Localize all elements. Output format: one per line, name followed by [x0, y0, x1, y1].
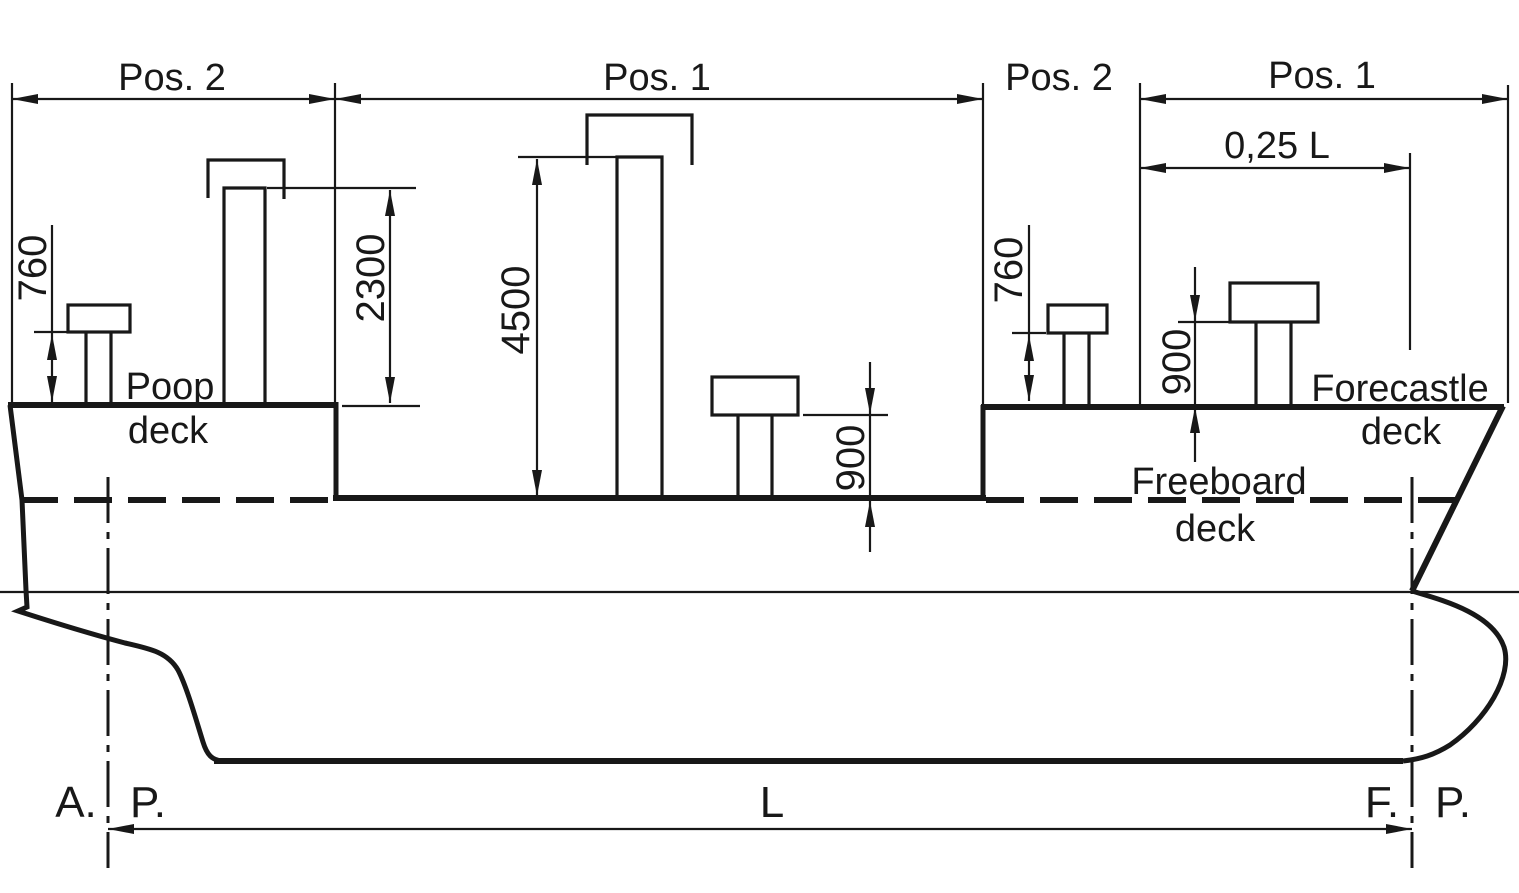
- superstructures: [8, 402, 1504, 503]
- mid-cowl-vent-bracket: [585, 113, 694, 165]
- arrow-quarter-right-icon: [1384, 163, 1410, 173]
- forecastle-deck-label-line1: Forecastle: [1311, 368, 1488, 410]
- length-arrow-right-icon: [1386, 824, 1412, 834]
- dim-760-fwd-arrow-down-icon: [1024, 375, 1034, 401]
- poop-deck-label-line2: deck: [128, 410, 209, 452]
- dim-2300-arrow-up-icon: [385, 190, 395, 216]
- top-dimensions: Pos. 2 Pos. 1 Pos. 2 Pos. 1 0,25 L: [10, 55, 1510, 407]
- freeboard-deck-label-line2: deck: [1175, 508, 1256, 550]
- arrow-quarter-left-icon: [1140, 163, 1166, 173]
- arrow-right-end-icon: [1482, 94, 1508, 104]
- poop-cowl-vent-trunk: [222, 186, 267, 405]
- bulbous-bow: [1402, 588, 1509, 764]
- ap-label-a: A.: [55, 778, 97, 827]
- height-dimensions: 760 2300 4500 900 760 900: [11, 155, 1232, 552]
- length-label: L: [760, 778, 784, 827]
- dim-4500-arrow-up-icon: [532, 159, 542, 185]
- dim-4500: 4500: [494, 266, 538, 355]
- dim-900-fwd: 900: [1155, 329, 1199, 396]
- deck-labels: Poop deck Forecastle deck Freeboard deck: [126, 366, 1489, 550]
- pos1-fwd-label: Pos. 1: [1268, 55, 1376, 97]
- dim-900-mid-arrow-up-icon: [865, 501, 875, 527]
- ap-label-p: P.: [130, 778, 166, 827]
- fp-label-f: F.: [1365, 778, 1399, 827]
- mid-mushroom-vent-cap: [710, 375, 800, 417]
- hull: [0, 404, 1519, 764]
- dim-760-fwd: 760: [987, 237, 1031, 304]
- dim-4500-arrow-down-icon: [532, 470, 542, 496]
- arrow-left-end-icon: [12, 94, 38, 104]
- arrow-fwd-start-icon: [1140, 94, 1166, 104]
- dim-760-aft: 760: [11, 235, 55, 302]
- poop-mushroom-vent-cap: [66, 303, 132, 334]
- poop-deck-label-line1: Poop: [126, 366, 215, 408]
- dim-900-mid-arrow-down-icon: [865, 388, 875, 414]
- bow-stem: [1409, 404, 1506, 593]
- fc-fwd-mushroom-vent-cap: [1228, 281, 1320, 324]
- freeboard-deck-label-line1: Freeboard: [1131, 461, 1306, 503]
- pos2-fwd-label: Pos. 2: [1005, 57, 1113, 99]
- dim-900-fwd-arrow-down-icon: [1190, 295, 1200, 321]
- pos2-aft-label: Pos. 2: [118, 57, 226, 99]
- arrow-pos2-pos1-left-icon: [309, 94, 335, 104]
- pos1-mid-label: Pos. 1: [603, 57, 711, 99]
- dim-2300-arrow-down-icon: [385, 377, 395, 403]
- arrow-mid-end-icon: [957, 94, 983, 104]
- dim-2300: 2300: [349, 234, 393, 323]
- mid-cowl-vent-trunk: [615, 155, 664, 498]
- length-arrow-left-icon: [108, 824, 134, 834]
- fp-label-p: P.: [1435, 778, 1471, 827]
- poop-cowl-vent-bracket: [206, 158, 286, 199]
- quarter-length-label: 0,25 L: [1224, 125, 1330, 167]
- fc-mushroom-vent-cap: [1046, 303, 1109, 335]
- dim-760-fwd-arrow-up-icon: [1024, 335, 1034, 361]
- dim-900-fwd-arrow-up-icon: [1190, 407, 1200, 433]
- dim-760-aft-arrow-down-icon: [47, 376, 57, 402]
- forecastle-deck-label-line2: deck: [1361, 411, 1442, 453]
- dim-760-aft-arrow-up-icon: [47, 334, 57, 360]
- dim-900-mid: 900: [829, 425, 873, 492]
- stern-profile: [7, 404, 223, 764]
- bottom-dimension: A. P. L F. P.: [55, 477, 1471, 868]
- ventilators: [66, 113, 1320, 498]
- arrow-pos2-pos1-right-icon: [335, 94, 361, 104]
